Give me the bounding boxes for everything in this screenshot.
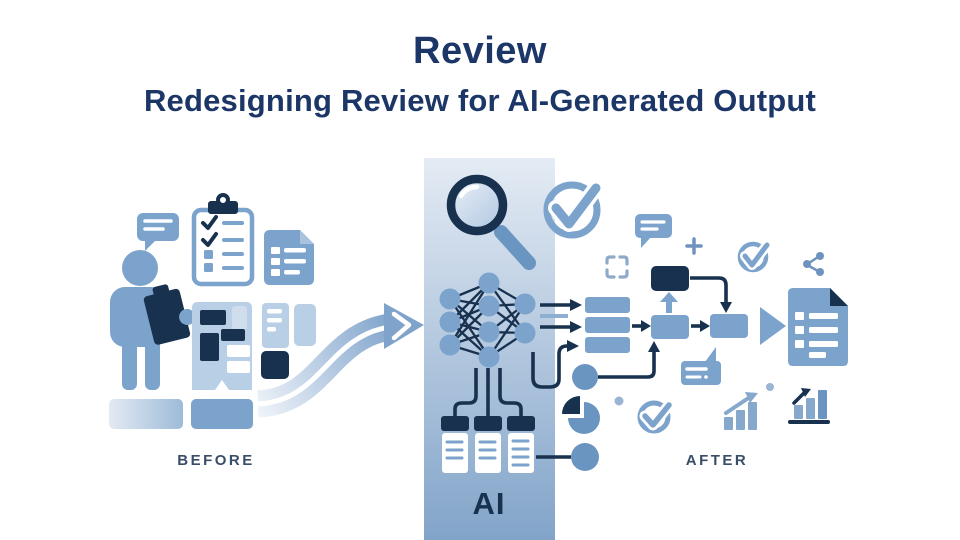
stack-rows-icon [585,297,630,353]
flow-node-dark [651,266,689,291]
ai-label: AI [473,486,506,521]
reviewer-person-icon [110,250,196,390]
speech-bubble-icon [137,213,179,251]
plus-icon [685,237,703,255]
ai-section [439,174,604,473]
before-to-ai-arrow [256,303,424,418]
clipboard-icon [143,284,196,345]
output-arrows [531,299,582,389]
comment-bubble-icon [681,347,721,385]
speech-bubble-2-icon [635,214,672,248]
check-circle-2-icon [737,240,772,273]
decor-dot-1 [614,396,624,406]
magnifier-icon [446,174,536,270]
pie-chart-icon [562,396,600,434]
page-title: Review [413,30,547,72]
header: Review Redesigning Review for AI-Generat… [0,0,960,119]
data-cards-icon [441,416,535,473]
card-connectors [453,368,523,416]
growth-chart-icon [724,392,758,430]
node-circle-upper [572,364,598,390]
kanban-board-icon [192,302,252,390]
bar-chart-icon [788,388,830,424]
before-label: BEFORE [177,452,255,469]
dark-node-elbow-arrow [690,276,728,302]
check-circle-icon [543,180,604,239]
report-document-icon [788,288,848,366]
page-subtitle: Redesigning Review for AI-Generated Outp… [143,83,817,118]
checklist-clipboard-icon [191,193,255,287]
before-section [109,193,424,429]
up-arrow [666,300,672,313]
pill-card-icon [294,304,316,346]
big-output-arrow [760,307,786,345]
neural-network-icon [439,272,536,368]
after-section [562,214,848,471]
circle-to-node-arrow [598,341,660,379]
flowchart [632,266,786,345]
network-nodes [439,272,536,368]
decor-dot-2 [766,383,774,391]
flow-node-1 [651,315,689,339]
node-circle-lower [571,443,599,471]
check-circle-3-icon [637,399,675,434]
share-icon [803,252,824,276]
progress-bar-solid [191,399,253,429]
dark-square-icon [261,351,289,379]
scan-frame-icon [605,255,629,279]
flow-node-2 [710,314,748,338]
document-icon [264,230,314,285]
progress-bar-light [109,399,183,429]
list-card-icon [262,303,289,348]
after-label: AFTER [686,452,749,469]
